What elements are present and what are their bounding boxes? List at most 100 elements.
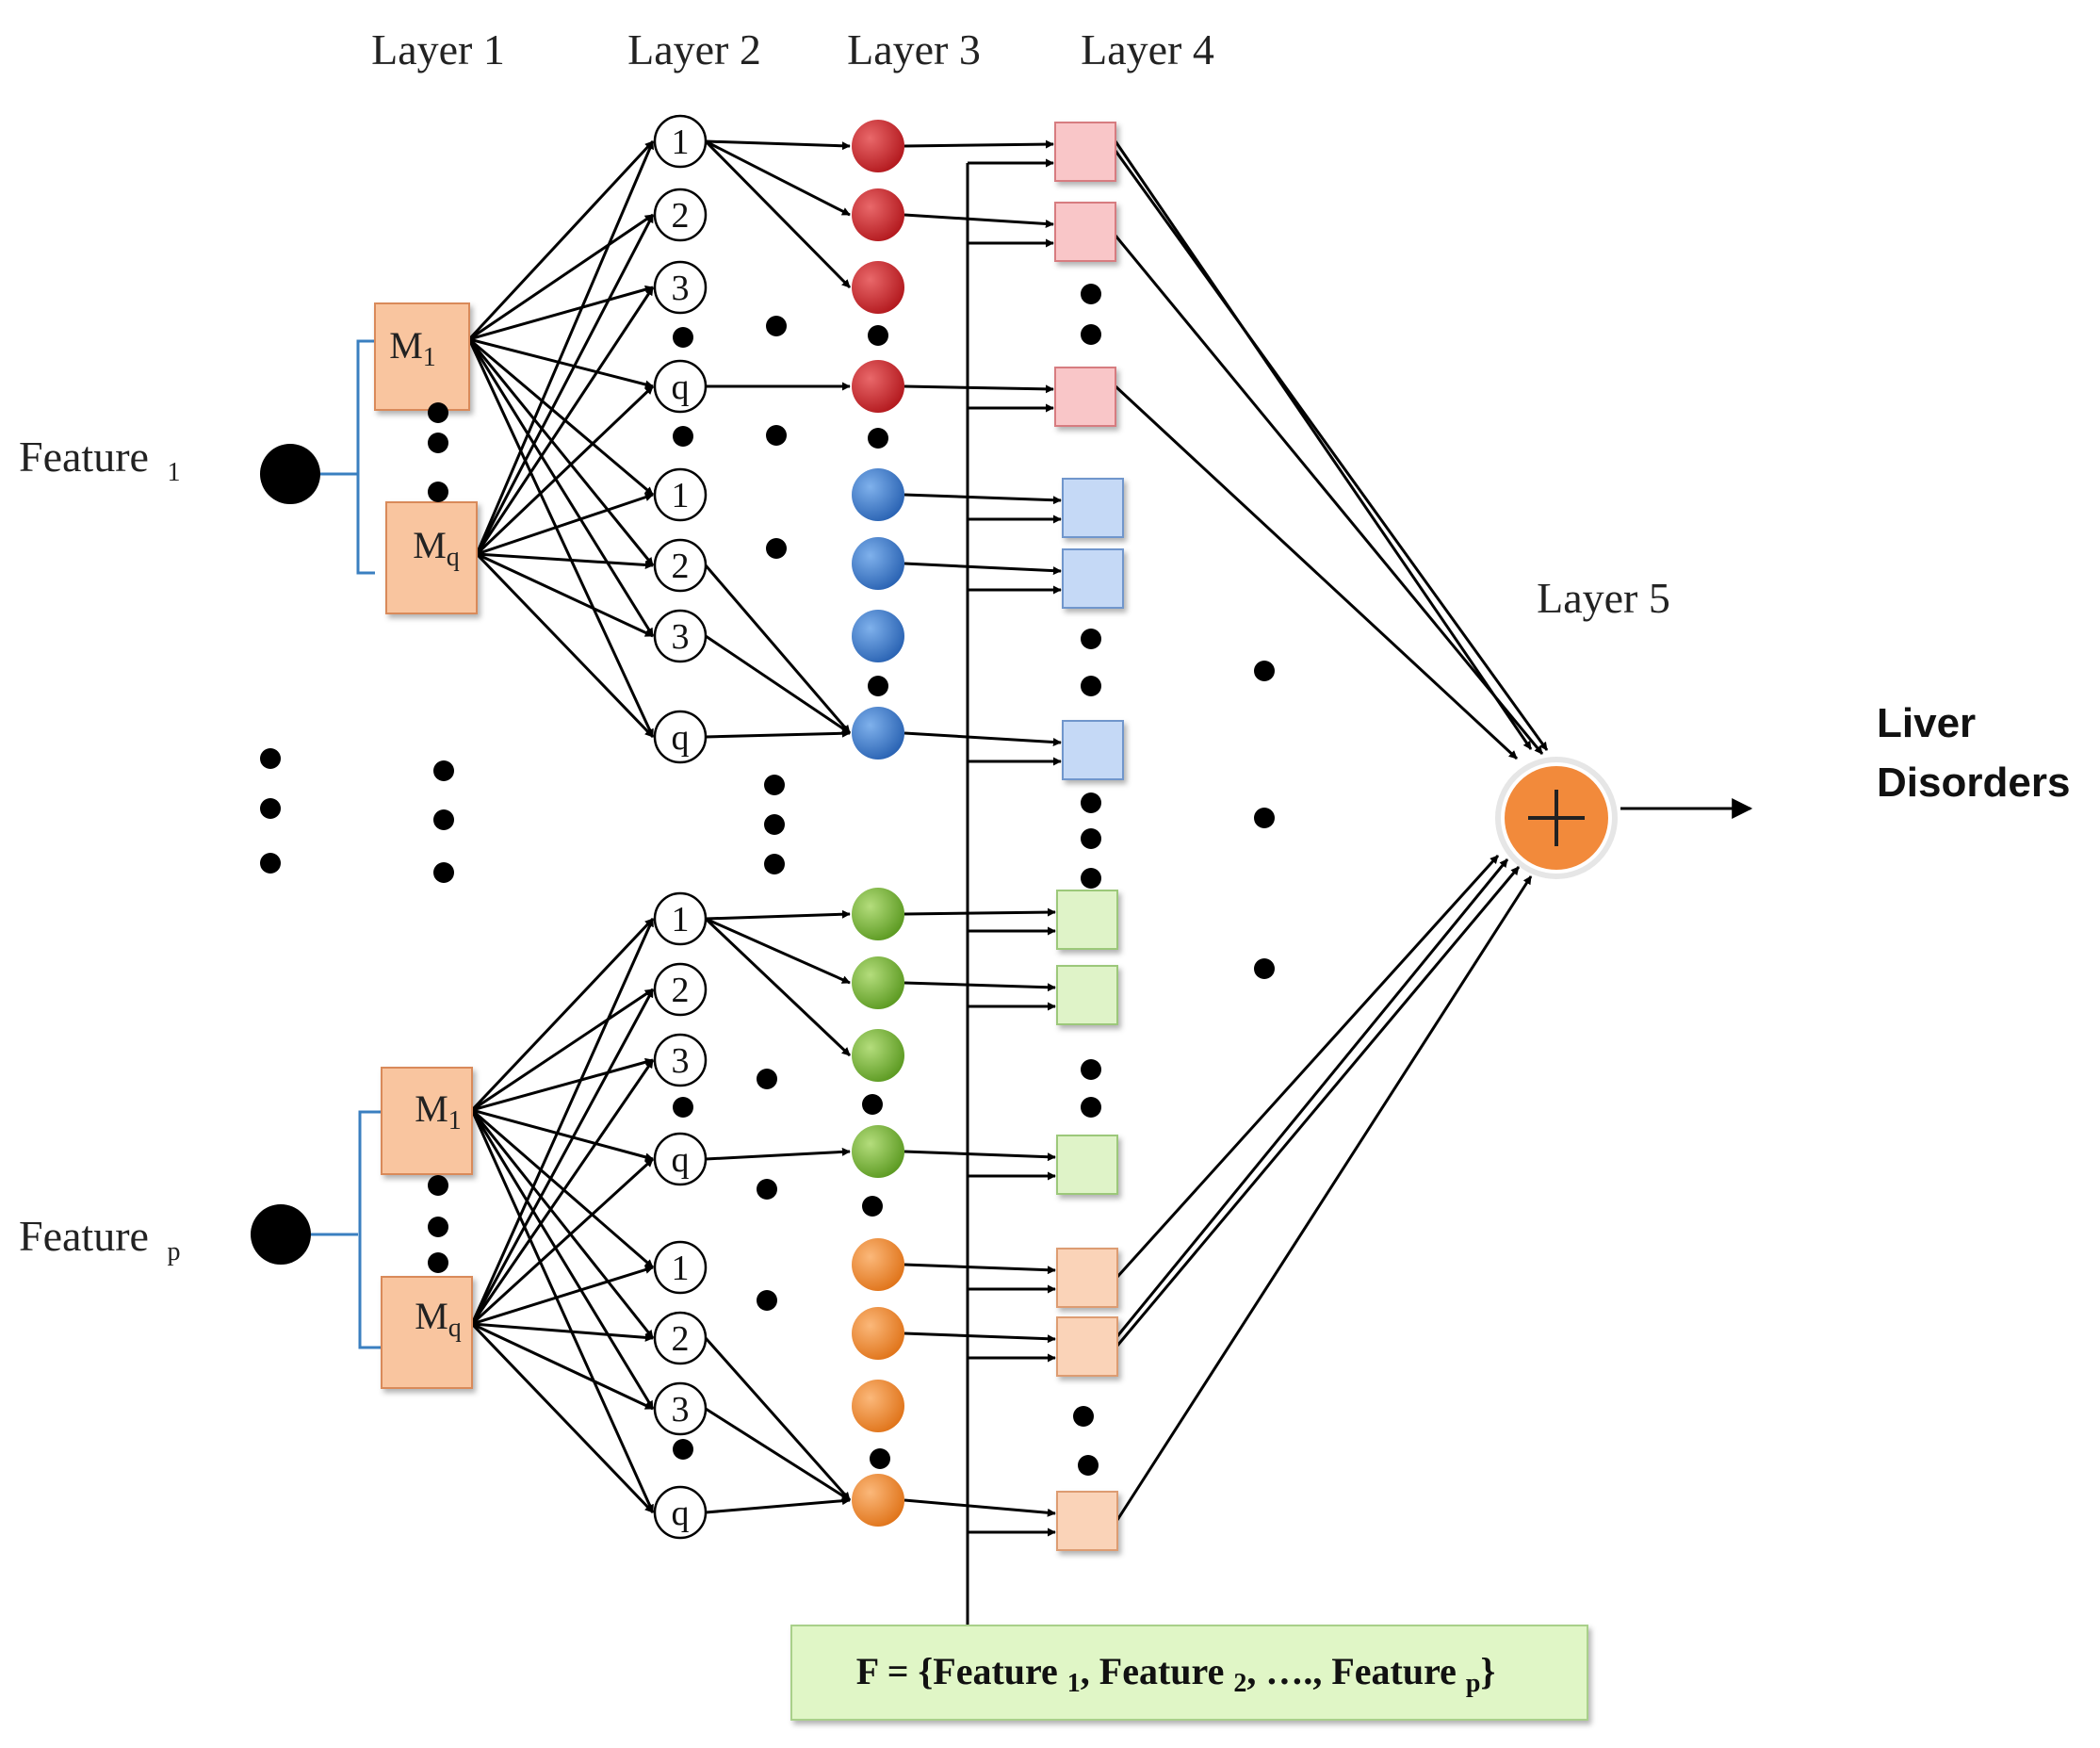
svg-text:M1: M1 [389,324,436,372]
edge-arrow [1114,140,1533,750]
input-node-featurep [251,1204,311,1265]
edge-arrow [1115,854,1500,1279]
ellipsis-dot [1081,828,1101,849]
top-rule-node-3: 3 [653,609,708,663]
edge-arrow [705,634,851,735]
sum-node [1495,757,1618,879]
rule-node-label: 3 [672,269,690,308]
normalization-node [852,956,904,1009]
membership-box-mq-top: Mq [385,501,478,614]
feature1-label: Feature 1 [19,433,180,487]
membership-to-rule-arrow [468,285,654,341]
rule-node-label: 1 [672,476,690,515]
membership-to-rule-arrow [470,1109,655,1513]
edge-arrow [903,1498,1056,1517]
edge-arrow [704,1337,852,1501]
bottom-rule-node-1: 1 [653,1240,708,1295]
consequent-node [1054,202,1116,262]
layer2-label: Layer 2 [627,25,761,74]
membership-to-rule-arrow [471,988,654,1112]
ellipsis-dot [433,862,454,883]
ellipsis-dot [673,1439,693,1460]
ellipsis-dot [764,814,785,835]
ellipsis-dot [1081,868,1101,889]
membership-to-rule-arrow [470,1109,655,1339]
svg-text:Mq: Mq [415,1295,462,1343]
rule-node-label: 3 [672,1390,690,1429]
edge-arrow [705,1147,851,1161]
consequent-node [1056,1135,1118,1195]
ellipsis-dot [433,809,454,830]
svg-text:F = {Feature 1, Feature 2, ….,: F = {Feature 1, Feature 2, …., Feature p… [856,1650,1495,1698]
membership-to-rule-arrow [475,140,655,555]
membership-to-rule-arrow [467,338,655,738]
bottom-rule-node-3: 3 [653,1033,708,1087]
ellipsis-dot [868,428,888,449]
edge-arrow [903,384,1054,394]
rule-node-label: 2 [672,196,690,236]
layer3-nodes [852,120,904,1527]
membership-to-rule-arrow [475,286,655,555]
ellipsis-dot [673,1097,693,1118]
ellipsis-dot [862,1094,883,1115]
svg-text:M1: M1 [415,1087,462,1135]
membership-to-rule-arrow [471,1266,654,1326]
layer5-label: Layer 5 [1537,574,1670,622]
rule-node-label: 1 [672,900,690,939]
output-label-line1: Liver [1877,700,1976,746]
membership-to-rule-arrow [470,988,655,1325]
ellipsis-dot [757,1290,777,1311]
edge-arrow [705,1407,851,1502]
normalization-node [852,888,904,940]
edge-arrow [705,728,851,739]
edge-arrow [903,981,1056,992]
membership-box-m1-top: M1 [374,302,470,411]
edge-arrow [704,139,852,289]
normalization-node [852,188,904,241]
ellipsis-dot [1254,958,1275,979]
membership-to-rule-arrow [476,552,654,569]
ellipsis-dot [260,853,281,874]
ellipsis-dot [764,854,785,874]
consequent-node [1056,890,1118,950]
ellipsis-dot [260,748,281,769]
edge-arrow [1114,235,1544,755]
edge-arrow [903,562,1062,576]
edges [467,139,1549,1537]
edge-arrow [903,907,1056,917]
bottom-rule-node-2: 2 [653,1311,708,1365]
normalization-node [852,1125,904,1178]
membership-to-rule-arrow [467,338,655,566]
ellipsis-dot [868,676,888,696]
consequent-node [1062,548,1124,609]
ellipsis-dot [428,1217,448,1237]
membership-to-rule-arrow [470,1109,655,1410]
ellipsis-dot [1081,1059,1101,1080]
edge-arrow [704,564,852,734]
consequent-node [1054,122,1116,182]
consequent-node [1054,367,1116,427]
edge-arrow [903,493,1062,505]
ellipsis-dot [1081,324,1101,345]
ellipsis-dot [868,325,888,346]
consequent-node [1056,1491,1118,1551]
edge-arrow [1115,866,1521,1347]
membership-to-rule-arrow [476,493,654,556]
ellipsis-dot [673,327,693,348]
normalization-node [852,1380,904,1432]
ellipsis-dot [433,760,454,781]
edge-arrow [705,917,851,985]
normalization-node [852,1029,904,1082]
membership-to-rule-arrow [468,337,654,389]
edge-arrow [705,139,851,217]
consequent-node [1056,965,1118,1025]
formula-box: F = {Feature 1, Feature 2, …., Feature p… [790,1625,1588,1721]
membership-to-rule-arrow [471,1057,654,1112]
ellipsis-dot [428,433,448,453]
normalization-node [852,610,904,662]
ellipsis-dot [757,1179,777,1200]
svg-text:Mq: Mq [413,524,460,572]
ellipsis-dot [766,425,787,446]
